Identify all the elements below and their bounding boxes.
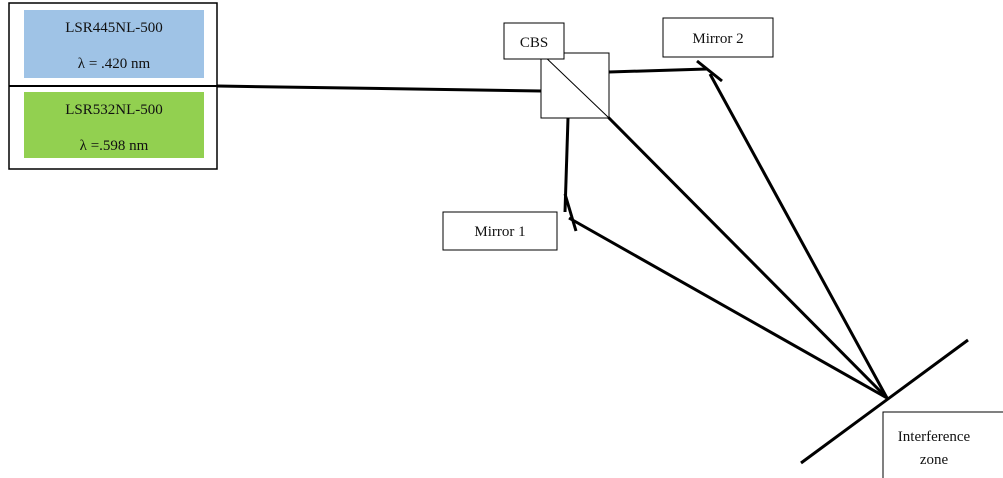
laser-blue-model: LSR445NL-500: [65, 20, 163, 36]
mirror-2-label: Mirror 2: [692, 31, 743, 47]
interference-label-line2: zone: [920, 452, 949, 468]
mirror-1-group: Mirror 1: [442, 193, 578, 251]
mirror-1-label: Mirror 1: [474, 224, 525, 240]
beam-mirror2-to-zone: [708, 73, 889, 399]
laser-source-group: LSR445NL-500 λ = .420 nm LSR532NL-500 λ …: [8, 2, 218, 170]
cbs-split-surface: [540, 52, 610, 119]
input-beam: [216, 84, 542, 93]
beam-mirror1-to-zone: [568, 216, 888, 400]
laser-green-wavelength: λ =.598 nm: [80, 138, 149, 154]
laser-blue-wavelength: λ = .420 nm: [78, 56, 151, 72]
laser-green-panel: [24, 92, 204, 158]
mirror-2-label-box: [662, 17, 774, 58]
mirror-2-group: Mirror 2: [662, 17, 774, 83]
interference-label-box: [882, 411, 1003, 478]
interference-zone-group: Interference zone: [800, 338, 1003, 478]
cbs-label: CBS: [520, 35, 548, 51]
mirror-2: [696, 59, 723, 83]
interference-screen: [800, 338, 969, 465]
cube-beam-splitter: CBS: [503, 22, 610, 119]
beam-cbs-direct-to-zone: [604, 113, 889, 400]
mirror-1: [563, 193, 578, 232]
beam-paths: [216, 67, 889, 400]
laser-blue-panel: [24, 10, 204, 78]
beam-cbs-to-mirror2: [608, 67, 708, 74]
cbs-label-box: [503, 22, 565, 60]
mirror-1-label-box: [442, 211, 558, 251]
laser-green-model: LSR532NL-500: [65, 102, 163, 118]
interference-label-line1: Interference: [898, 429, 971, 445]
